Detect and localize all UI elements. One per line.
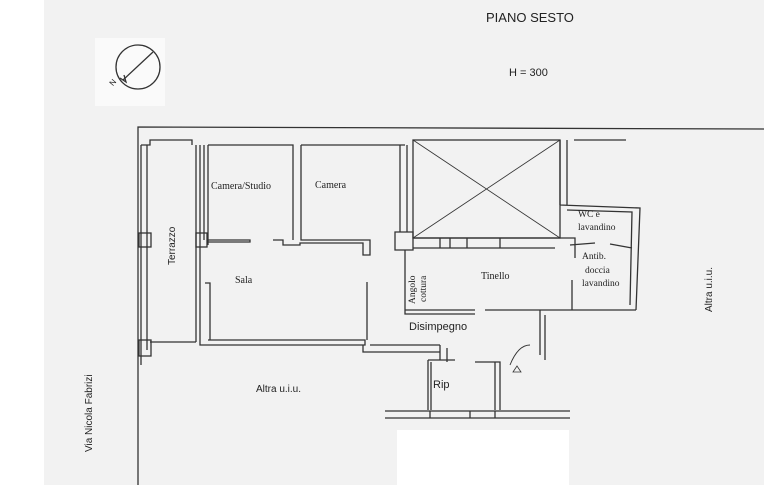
room-label-angolo: Angolo — [408, 275, 418, 305]
door-swing — [509, 344, 531, 366]
light-well-cross — [412, 139, 561, 239]
room-label-wc-2: lavandino — [578, 223, 616, 233]
room-label-antib-3: lavandino — [582, 279, 620, 289]
tinello-lower-wall — [404, 250, 636, 360]
room-label-rip: Rip — [433, 379, 450, 391]
tinello-top-wall — [413, 237, 555, 249]
room-label-tinello: Tinello — [481, 271, 510, 282]
bathroom-walls — [555, 139, 641, 311]
room-label-wc-1: WC e — [578, 210, 600, 220]
north-arrow-icon — [115, 44, 161, 90]
column-wall — [394, 145, 414, 251]
sala-walls — [199, 282, 440, 353]
rip-walls — [385, 359, 570, 419]
room-label-antib-1: Antib. — [582, 252, 607, 262]
room-label-sala: Sala — [235, 275, 253, 286]
height-note: H = 300 — [509, 67, 548, 79]
label-altra-uiu-right: Altra u.i.u. — [704, 266, 715, 312]
room-label-disimpegno: Disimpegno — [409, 321, 468, 333]
room-walls-camere — [208, 144, 405, 256]
street-label: Via Nicola Fabrizi — [84, 374, 95, 452]
plan-title: PIANO SESTO — [486, 10, 574, 25]
terrazzo-pillar — [138, 339, 152, 357]
room-label-cottura: cottura — [419, 275, 429, 302]
entrance-marker — [512, 365, 522, 373]
room-label-camera-studio: Camera/Studio — [211, 181, 271, 192]
outer-boundary-wall — [137, 126, 764, 485]
facade-pillar — [195, 232, 208, 248]
room-label-camera: Camera — [315, 180, 347, 191]
compass-box — [95, 38, 165, 106]
facade-wall — [195, 145, 211, 342]
terrazzo-pillar — [138, 232, 152, 248]
corridor-wall — [439, 345, 448, 362]
room-label-terrazzo: Terrazzo — [167, 226, 178, 265]
label-altra-uiu-bottom: Altra u.i.u. — [256, 384, 302, 395]
room-label-antib-2: doccia — [585, 266, 610, 276]
blank-patch — [397, 430, 569, 492]
